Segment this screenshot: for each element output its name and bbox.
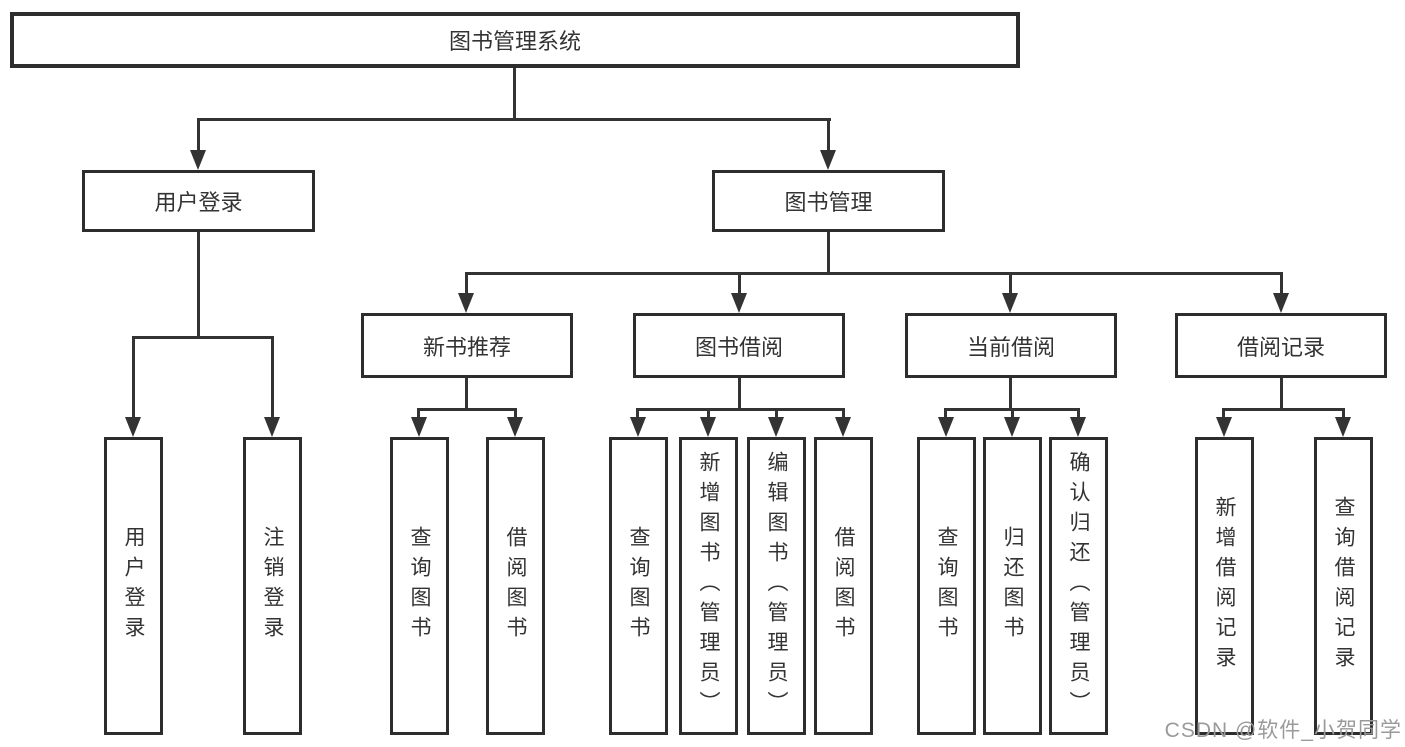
leaf-add-book-admin-label: 新增图书（管理员） — [697, 451, 720, 721]
arrow-edit-book — [768, 417, 784, 437]
leaf-user-login-label: 用户登录 — [122, 526, 145, 646]
connector-drop-add-book — [707, 408, 710, 420]
connector-borrow-records-branch — [1222, 408, 1345, 411]
leaf-return-book: 归还图书 — [983, 437, 1042, 735]
connector-drop-query-books-2 — [636, 408, 639, 420]
arrow-borrow-records — [1273, 293, 1289, 313]
connector-current-borrow-stem — [1009, 378, 1012, 410]
leaf-query-books-3: 查询图书 — [917, 437, 976, 735]
connector-drop-query-borrow-record — [1342, 408, 1345, 420]
leaf-logout-label: 注销登录 — [261, 526, 284, 646]
node-library-system-label: 图书管理系统 — [448, 29, 581, 54]
leaf-query-books-2: 查询图书 — [609, 437, 668, 735]
connector-new-book-recommend-stem — [465, 378, 468, 410]
leaf-borrow-books-2-label: 借阅图书 — [832, 526, 855, 646]
leaf-query-books-1: 查询图书 — [390, 437, 449, 735]
connector-drop-edit-book — [775, 408, 778, 420]
connector-root-branch — [197, 118, 831, 121]
leaf-query-borrow-record-label: 查询借阅记录 — [1332, 496, 1355, 676]
connector-drop-confirm-return — [1077, 408, 1080, 420]
connector-book-management-stem — [827, 232, 830, 274]
leaf-add-borrow-record-label: 新增借阅记录 — [1213, 496, 1236, 676]
connector-book-borrow-branch — [636, 408, 845, 411]
arrow-query-borrow-record — [1335, 417, 1351, 437]
node-current-borrow: 当前借阅 — [905, 313, 1117, 378]
leaf-logout: 注销登录 — [243, 437, 302, 735]
connector-new-book-recommend-branch — [417, 408, 517, 411]
arrow-book-management — [820, 150, 836, 170]
leaf-query-books-3-label: 查询图书 — [935, 526, 958, 646]
leaf-borrow-books-2: 借阅图书 — [814, 437, 873, 735]
arrow-leaf-user-login — [125, 417, 141, 437]
leaf-confirm-return-admin: 确认归还（管理员） — [1049, 437, 1108, 735]
leaf-borrow-books-1-label: 借阅图书 — [504, 526, 527, 646]
connector-drop-query-books-3 — [944, 408, 947, 420]
arrow-borrow-books-1 — [507, 417, 523, 437]
arrow-new-book-recommend — [458, 293, 474, 313]
arrow-leaf-logout — [264, 417, 280, 437]
arrow-return-book — [1004, 417, 1020, 437]
connector-drop-borrow-books-2 — [842, 408, 845, 420]
connector-borrow-records-stem — [1280, 378, 1283, 410]
node-borrow-records-label: 借阅记录 — [1236, 334, 1325, 360]
node-user-login-label: 用户登录 — [154, 190, 243, 215]
arrow-borrow-books-2 — [835, 417, 851, 437]
arrow-book-borrow — [731, 293, 747, 313]
arrow-add-book — [700, 417, 716, 437]
arrow-current-borrow — [1002, 293, 1018, 313]
arrow-add-borrow-record — [1216, 417, 1232, 437]
arrow-query-books-1 — [411, 417, 427, 437]
arrow-query-books-2 — [630, 417, 646, 437]
leaf-edit-book-admin-label: 编辑图书（管理员） — [765, 451, 788, 721]
leaf-borrow-books-1: 借阅图书 — [486, 437, 545, 735]
connector-drop-book-borrow — [738, 272, 741, 296]
connector-drop-query-books-1 — [417, 408, 420, 420]
arrow-confirm-return — [1070, 417, 1086, 437]
connector-drop-leaf-user-login — [132, 336, 135, 420]
node-book-management: 图书管理 — [712, 170, 945, 232]
connector-drop-return-book — [1011, 408, 1014, 420]
leaf-user-login: 用户登录 — [104, 437, 163, 735]
leaf-confirm-return-admin-label: 确认归还（管理员） — [1067, 451, 1090, 721]
leaf-return-book-label: 归还图书 — [1001, 526, 1024, 646]
connector-drop-borrow-records — [1280, 272, 1283, 296]
leaf-add-borrow-record: 新增借阅记录 — [1195, 437, 1254, 735]
connector-book-borrow-stem — [738, 378, 741, 410]
connector-book-management-branch — [465, 272, 1283, 275]
arrow-query-books-3 — [938, 417, 954, 437]
connector-drop-book-management — [827, 118, 830, 154]
connector-drop-user-login — [197, 118, 200, 154]
connector-drop-leaf-logout — [271, 336, 274, 420]
node-book-borrow: 图书借阅 — [633, 313, 845, 378]
connector-drop-add-borrow-record — [1222, 408, 1225, 420]
node-new-book-recommend: 新书推荐 — [361, 313, 573, 378]
leaf-query-borrow-record: 查询借阅记录 — [1314, 437, 1373, 735]
node-library-system: 图书管理系统 — [10, 12, 1020, 68]
node-current-borrow-label: 当前借阅 — [966, 334, 1055, 360]
connector-root-stem — [513, 68, 516, 120]
leaf-query-books-1-label: 查询图书 — [408, 526, 431, 646]
node-book-borrow-label: 图书借阅 — [694, 334, 783, 360]
connector-drop-new-book-recommend — [465, 272, 468, 296]
leaf-add-book-admin: 新增图书（管理员） — [679, 437, 738, 735]
connector-drop-borrow-books-1 — [514, 408, 517, 420]
watermark-text: CSDN @软件_小贺同学 — [1164, 719, 1402, 742]
connector-user-login-branch — [132, 336, 274, 339]
node-borrow-records: 借阅记录 — [1175, 313, 1387, 378]
leaf-edit-book-admin: 编辑图书（管理员） — [747, 437, 806, 735]
node-user-login: 用户登录 — [82, 170, 315, 232]
node-new-book-recommend-label: 新书推荐 — [422, 334, 511, 360]
arrow-user-login — [190, 150, 206, 170]
connector-drop-current-borrow — [1009, 272, 1012, 296]
connector-user-login-stem — [197, 232, 200, 336]
node-book-management-label: 图书管理 — [784, 190, 873, 215]
leaf-query-books-2-label: 查询图书 — [627, 526, 650, 646]
